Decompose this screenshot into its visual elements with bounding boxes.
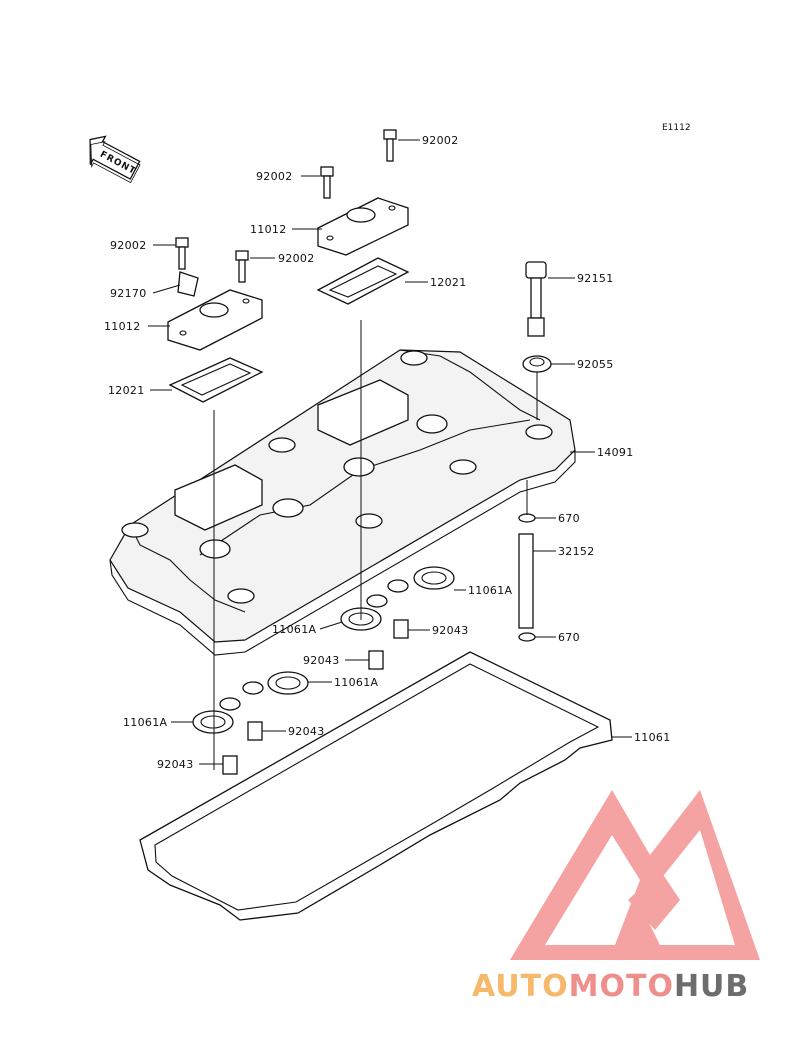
bolt-92002-b <box>320 166 334 199</box>
label-92002-top: 92002 <box>422 134 459 147</box>
spacer-92043-c <box>368 650 384 670</box>
label-11061A-left: 11061A <box>123 716 167 729</box>
plug-seal-11061A-m <box>267 671 309 695</box>
label-670-bottom: 670 <box>558 631 580 644</box>
label-12021-left: 12021 <box>108 384 145 397</box>
spacer-92043-r <box>393 619 409 639</box>
spacer-92043-m <box>247 721 263 741</box>
bolt-92151 <box>525 261 547 337</box>
watermark-logo <box>510 790 760 960</box>
label-92043-center: 92043 <box>303 654 340 667</box>
label-11061A-middle: 11061A <box>334 676 378 689</box>
label-11012-left: 11012 <box>104 320 141 333</box>
label-92043-middle: 92043 <box>288 725 325 738</box>
bolt-92002-a <box>383 129 397 162</box>
label-11061: 11061 <box>634 731 671 744</box>
spacer-92043-l <box>222 755 238 775</box>
brand-wordmark: AUTOMOTOHUB <box>472 969 749 1004</box>
label-92002-left2: 92002 <box>278 252 315 265</box>
label-92055: 92055 <box>577 358 614 371</box>
plug-seal-11061A-r <box>413 566 455 590</box>
label-12021-right: 12021 <box>430 276 467 289</box>
diagram-code: E1112 <box>662 123 691 133</box>
washer-92170 <box>177 271 199 297</box>
label-11012-right: 11012 <box>250 223 287 236</box>
valve-cover-14091 <box>109 349 576 656</box>
label-92043-right: 92043 <box>432 624 469 637</box>
label-92151: 92151 <box>577 272 614 285</box>
bolt-92002-d <box>235 250 249 283</box>
o-ring-670-top <box>518 513 536 523</box>
breather-cover-left <box>167 289 263 351</box>
label-92170: 92170 <box>110 287 147 300</box>
head-cover-gasket-11061 <box>139 651 613 921</box>
breather-cover-right <box>317 197 409 256</box>
brand-part2: MOTO <box>569 969 674 1004</box>
o-ring-670-bottom <box>518 632 536 642</box>
label-14091: 14091 <box>597 446 634 459</box>
brand-part3: HUB <box>674 969 749 1004</box>
part-labels: 92002 92002 11012 92002 92002 92170 1101… <box>104 134 671 771</box>
svg-text:AUTOMOTOHUB: AUTOMOTOHUB <box>472 969 749 1004</box>
leader-lines <box>148 139 632 770</box>
label-92043-left: 92043 <box>157 758 194 771</box>
label-92002-mid: 92002 <box>256 170 293 183</box>
label-11061A-right: 11061A <box>468 584 512 597</box>
label-32152: 32152 <box>558 545 595 558</box>
label-92002-left: 92002 <box>110 239 147 252</box>
gasket-right <box>316 257 410 305</box>
grommet-92055 <box>522 355 552 373</box>
pipe-32152 <box>518 533 534 629</box>
label-670-top: 670 <box>558 512 580 525</box>
plug-seal-11061A-l <box>192 710 234 734</box>
bolt-92002-c <box>175 237 189 270</box>
gasket-left <box>168 357 264 403</box>
front-arrow-icon: FRONT <box>89 135 141 184</box>
brand-part1: AUTO <box>472 969 569 1004</box>
label-11061A-center: 11061A <box>272 623 316 636</box>
